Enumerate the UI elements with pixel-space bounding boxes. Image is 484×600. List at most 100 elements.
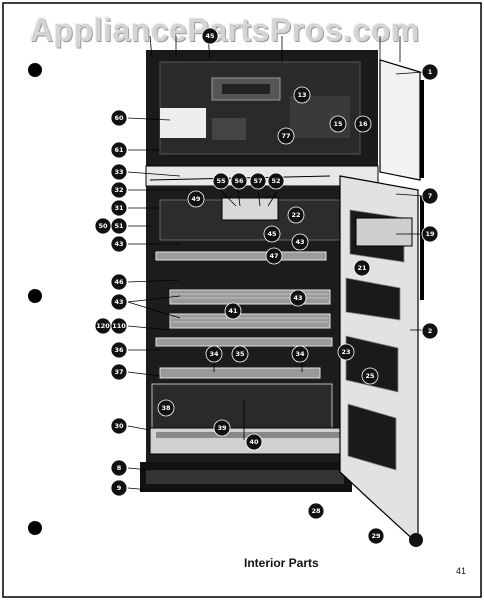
callout-label-23: 23 — [341, 348, 350, 356]
callout-bubble-52 — [267, 172, 285, 190]
callout-label-77: 77 — [281, 132, 290, 140]
callout-label-31: 31 — [114, 204, 124, 212]
callout-label-56: 56 — [234, 177, 244, 185]
callout-label-21: 21 — [357, 264, 367, 272]
callout-label-13: 13 — [297, 91, 306, 99]
binder-hole-middle — [28, 289, 42, 303]
callout-bubble-16 — [354, 115, 372, 133]
callout-label-52: 52 — [271, 177, 280, 185]
callout-label-15: 15 — [333, 120, 343, 128]
callout-label-39: 39 — [217, 424, 227, 432]
callout-bubble-45 — [263, 225, 281, 243]
callout-bubble-55 — [212, 172, 230, 190]
leader-lines — [127, 35, 425, 491]
control-housing — [221, 197, 279, 221]
callout-label-41: 41 — [228, 307, 238, 315]
callout-label-120: 120 — [96, 322, 110, 330]
callout-label-46: 46 — [114, 278, 124, 286]
callout-label-110: 110 — [112, 322, 126, 330]
watermark: AppliancePartsPros.com — [30, 12, 420, 48]
callout-label-34-2: 34 — [295, 350, 305, 358]
callout-label-45: 45 — [267, 230, 277, 238]
callout-label-43-3: 43 — [114, 298, 123, 306]
callout-label-47: 47 — [269, 252, 278, 260]
callout-bubble-38 — [157, 399, 175, 417]
callout-bubble-21 — [353, 259, 371, 277]
callout-bubble-23 — [337, 343, 355, 361]
callout-bubble-47 — [265, 247, 283, 265]
page-number: 41 — [456, 566, 467, 576]
callout-bubble-32 — [110, 181, 128, 199]
callout-bubble-56 — [230, 172, 248, 190]
callout-bubble-61 — [110, 141, 128, 159]
callout-label-2: 2 — [428, 327, 433, 335]
diagram-caption: Interior Parts — [244, 556, 319, 570]
freezer-door — [379, 59, 424, 181]
callout-bubble-13 — [293, 86, 311, 104]
callout-label-45-6: 45 — [205, 32, 215, 40]
callout-bubble-9 — [110, 479, 128, 497]
callout-label-29: 29 — [371, 532, 381, 540]
callout-bubble-39 — [213, 419, 231, 437]
callout-label-57: 57 — [253, 177, 262, 185]
callout-bubble-51 — [110, 217, 128, 235]
callout-bubble-37 — [110, 363, 128, 381]
callout-bubble-15 — [329, 115, 347, 133]
callout-label-28: 28 — [311, 507, 321, 515]
callout-bubble-49 — [187, 190, 205, 208]
callout-label-8: 8 — [117, 464, 122, 472]
callout-label-1: 1 — [428, 68, 433, 76]
callout-label-37: 37 — [114, 368, 123, 376]
callout-bubble-110 — [110, 317, 128, 335]
callout-label-49: 49 — [191, 195, 201, 203]
callout-bubble-35 — [231, 345, 249, 363]
callout-label-33: 33 — [114, 168, 123, 176]
callout-label-50: 50 — [98, 222, 108, 230]
callout-bubble-36 — [110, 341, 128, 359]
callout-label-60: 60 — [114, 114, 124, 122]
callout-bubble-57 — [249, 172, 267, 190]
callout-label-30: 30 — [114, 422, 124, 430]
callout-label-38: 38 — [161, 404, 171, 412]
callout-label-55: 55 — [216, 177, 226, 185]
binder-hole-bottom — [28, 521, 42, 535]
callout-label-40: 40 — [249, 438, 259, 446]
callout-label-7: 7 — [428, 192, 433, 200]
callout-label-34: 34 — [209, 350, 219, 358]
callout-bubble-33 — [110, 163, 128, 181]
callout-bubble-22 — [287, 206, 305, 224]
callout-bubble-34-2 — [291, 345, 309, 363]
callout-bubble-31 — [110, 199, 128, 217]
callout-label-19: 19 — [425, 230, 435, 238]
callout-bubble-41 — [224, 302, 242, 320]
door-bin-cover — [355, 217, 413, 247]
callout-bubble-60 — [110, 109, 128, 127]
crisper-drawer — [151, 383, 333, 431]
callout-bubble-77 — [277, 127, 295, 145]
callout-label-61: 61 — [114, 146, 124, 154]
callout-bubble-43-4 — [291, 233, 309, 251]
callout-label-43-5: 43 — [293, 294, 302, 302]
callout-label-43: 43 — [114, 240, 123, 248]
callout-bubble-34 — [205, 345, 223, 363]
fresh-food-door — [339, 175, 424, 547]
callout-label-9: 9 — [117, 484, 122, 492]
callout-bubble-43-3 — [110, 293, 128, 311]
callout-bubble-8 — [110, 459, 128, 477]
callout-bubble-19 — [421, 225, 439, 243]
callout-bubble-45-6 — [201, 27, 219, 45]
callout-bubble-40 — [245, 433, 263, 451]
callout-bubble-25 — [361, 367, 379, 385]
callout-bubble-2 — [421, 322, 439, 340]
callout-label-25: 25 — [365, 372, 375, 380]
callout-label-36: 36 — [114, 346, 124, 354]
callout-label-43-4: 43 — [295, 238, 304, 246]
callout-label-16: 16 — [358, 120, 368, 128]
callout-bubble-28 — [307, 502, 325, 520]
callout-bubble-29 — [367, 527, 385, 545]
callout-bubble-7 — [421, 187, 439, 205]
